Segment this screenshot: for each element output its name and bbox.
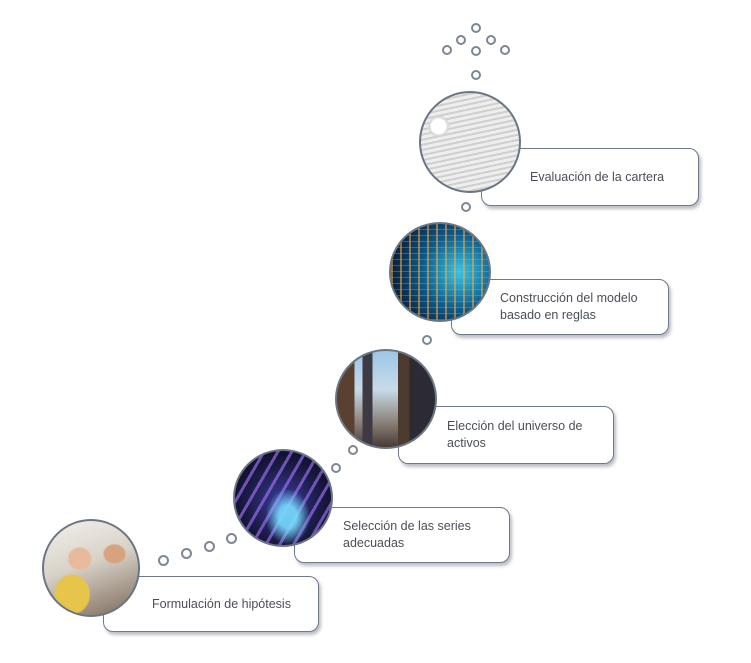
connector-bubble	[158, 555, 169, 566]
step-box-hypothesis: Formulación de hipótesis	[103, 576, 319, 632]
connector-bubble	[348, 445, 358, 455]
data-series-photo	[233, 449, 333, 547]
connector-bubble	[204, 541, 215, 552]
connector-bubble	[422, 335, 432, 345]
connector-bubble	[331, 463, 341, 473]
city-street-photo	[335, 349, 437, 449]
connector-bubble	[442, 45, 452, 55]
connector-bubble	[486, 35, 496, 45]
connector-bubble	[471, 23, 481, 33]
step-label-evaluation: Evaluación de la cartera	[530, 169, 665, 184]
step-label-universe: Elección del universo de activos	[447, 419, 583, 450]
step-label-series: Selección de las series adecuadas	[343, 519, 471, 550]
connector-bubble	[456, 35, 466, 45]
connector-bubble	[226, 533, 237, 544]
step-box-series: Selección de las series adecuadas	[294, 507, 510, 563]
step-label-model: Construcción del modelo basado en reglas	[500, 291, 638, 322]
connector-bubble	[181, 548, 192, 559]
data-model-photo	[389, 222, 491, 322]
step-label-hypothesis: Formulación de hipótesis	[152, 596, 291, 611]
connector-bubble	[500, 45, 510, 55]
stairs-ball-photo	[419, 91, 521, 193]
connector-bubble	[461, 202, 471, 212]
connector-bubble	[471, 46, 481, 56]
people-discussion-photo	[42, 519, 140, 617]
connector-bubble	[471, 70, 481, 80]
